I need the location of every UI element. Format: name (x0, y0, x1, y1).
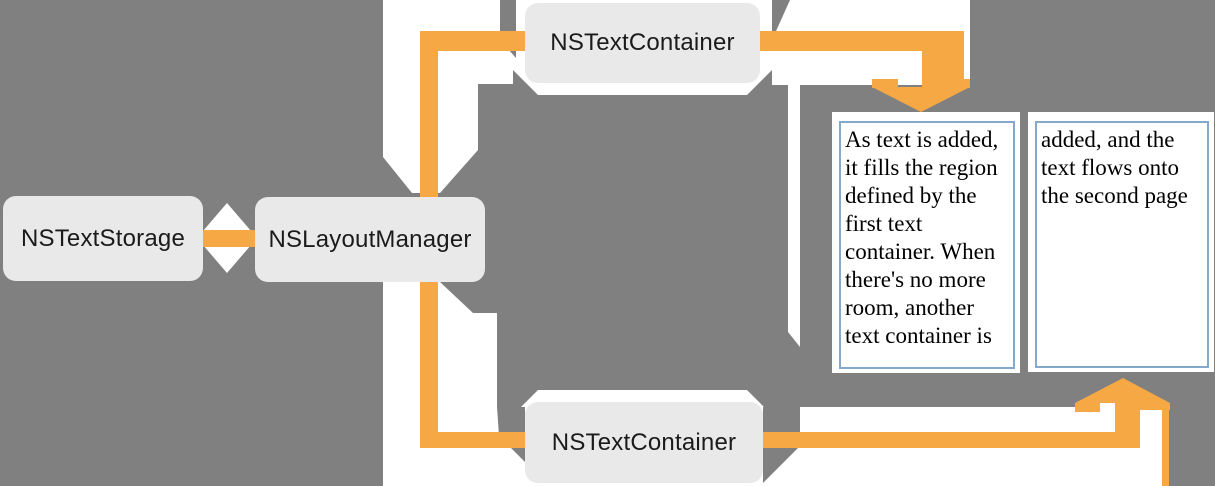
arrow-down-right-barb (957, 79, 970, 88)
arrow-up-right-barb (1140, 403, 1170, 410)
orange-storage-manager-link (196, 230, 260, 247)
page-1-text-frame: As text is added, it fills the region de… (839, 121, 1015, 369)
orange-continuation-line (1162, 405, 1169, 486)
arrow-down-left-barb (872, 79, 898, 88)
page-1: As text is added, it fills the region de… (832, 112, 1020, 373)
orange-bottom-arrow-stem (1115, 403, 1140, 432)
white-strip-center-right (788, 85, 800, 347)
arrow-up-icon (1075, 378, 1170, 403)
node-nslayoutmanager-label: NSLayoutManager (268, 225, 472, 253)
arrow-up-left-barb (1075, 403, 1100, 412)
page-1-line: first text (845, 211, 923, 236)
node-nstextstorage: NSTextStorage (3, 196, 203, 281)
page-1-line: room, another (845, 295, 975, 320)
arrow-down-icon (872, 87, 970, 112)
page-2-line: added, and the (1041, 127, 1175, 152)
page-1-line: container. When (845, 239, 996, 264)
page-2: added, and the text flows onto the secon… (1028, 112, 1214, 372)
node-nslayoutmanager: NSLayoutManager (255, 197, 485, 282)
node-nstextcontainer-top-label: NSTextContainer (550, 29, 735, 56)
node-nstextstorage-label: NSTextStorage (20, 224, 185, 252)
page-1-line: it fills the region (845, 155, 998, 180)
node-nstextcontainer-bottom: NSTextContainer (525, 402, 763, 483)
page-1-line: As text is added, (845, 127, 999, 152)
page-1-line: text container is (845, 323, 992, 348)
page-2-text-frame: added, and the text flows onto the secon… (1035, 121, 1209, 368)
page-1-line: there's no more (845, 267, 986, 292)
page-2-line: text flows onto (1041, 155, 1179, 180)
node-nstextcontainer-bottom-label: NSTextContainer (551, 428, 737, 456)
page-2-line: the second page (1041, 183, 1188, 208)
page-1-line: defined by the (845, 183, 977, 208)
node-nstextcontainer-top: NSTextContainer (525, 3, 760, 83)
